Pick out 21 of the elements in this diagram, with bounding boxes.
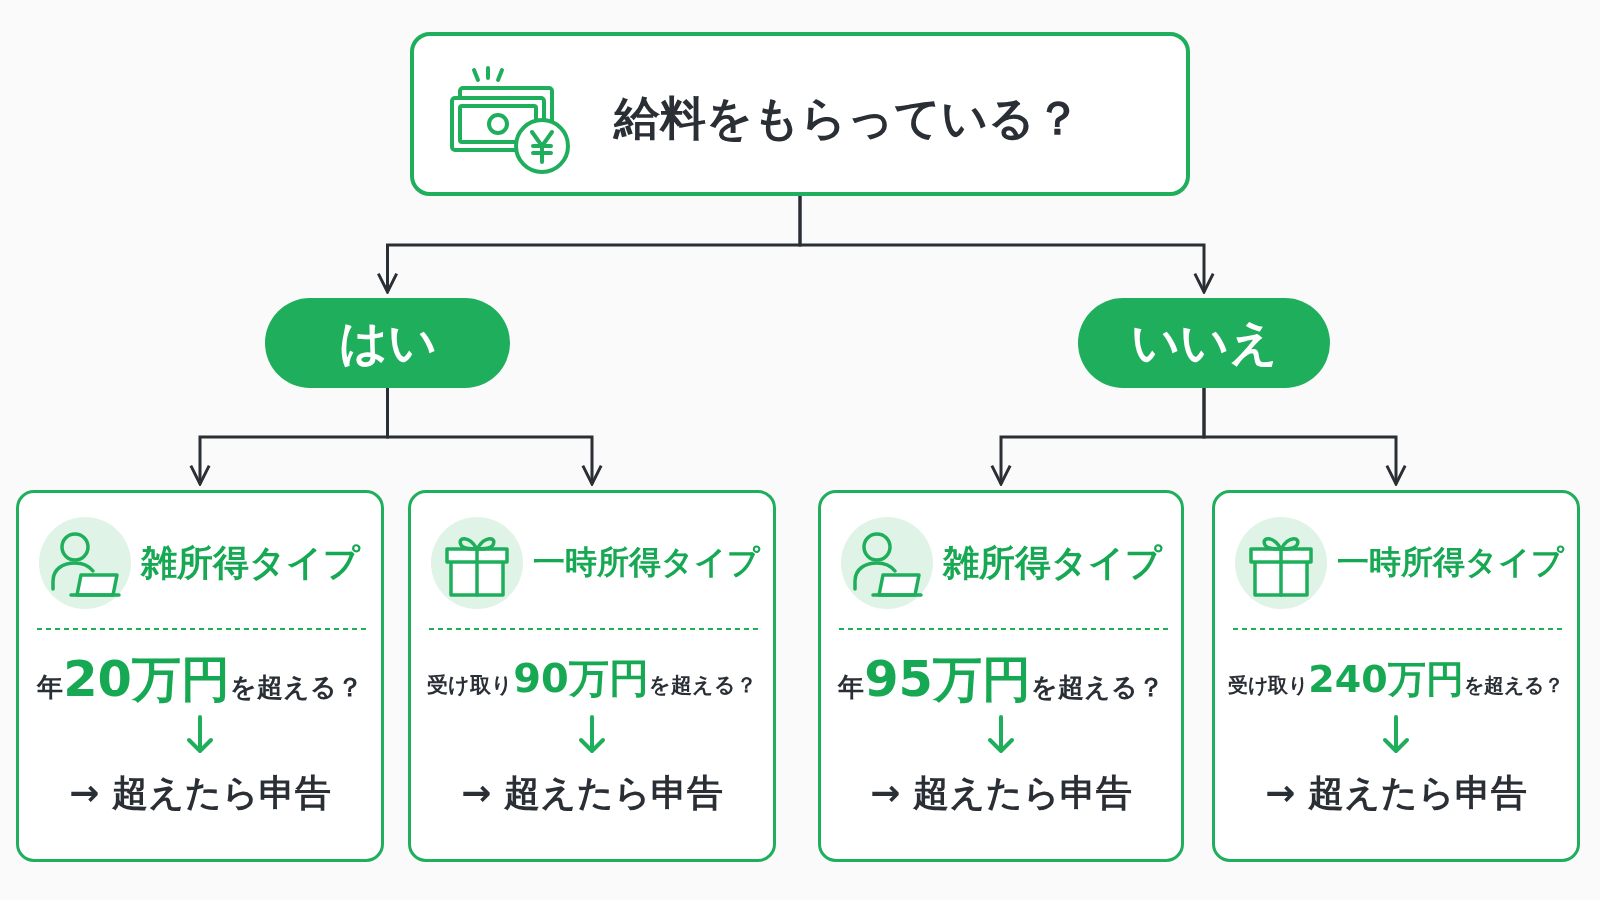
type-heading: 一時所得タイプ [1337,542,1564,583]
arrow [798,196,1215,294]
arrow [1202,388,1407,486]
answer-label: はい [338,313,437,372]
income-type-card [408,490,776,862]
type-heading: 一時所得タイプ [533,542,760,583]
type-heading: 雑所得タイプ [943,540,1162,585]
threshold-question: 年95万円を超える？ [838,648,1164,710]
question-box [410,32,1190,196]
arrow [386,388,603,486]
income-type-card [16,490,384,862]
result-text: → 超えたら申告 [1265,770,1527,815]
result-text: → 超えたら申告 [461,770,723,815]
question-text: 給料をもらっている？ [614,90,1081,147]
threshold-question: 年20万円を超える？ [37,648,363,710]
result-text: → 超えたら申告 [870,770,1132,815]
result-text: → 超えたら申告 [69,770,331,815]
type-heading: 雑所得タイプ [141,540,360,585]
income-type-card [818,490,1184,862]
answer-label: いいえ [1130,313,1278,372]
income-type-card [1212,490,1580,862]
